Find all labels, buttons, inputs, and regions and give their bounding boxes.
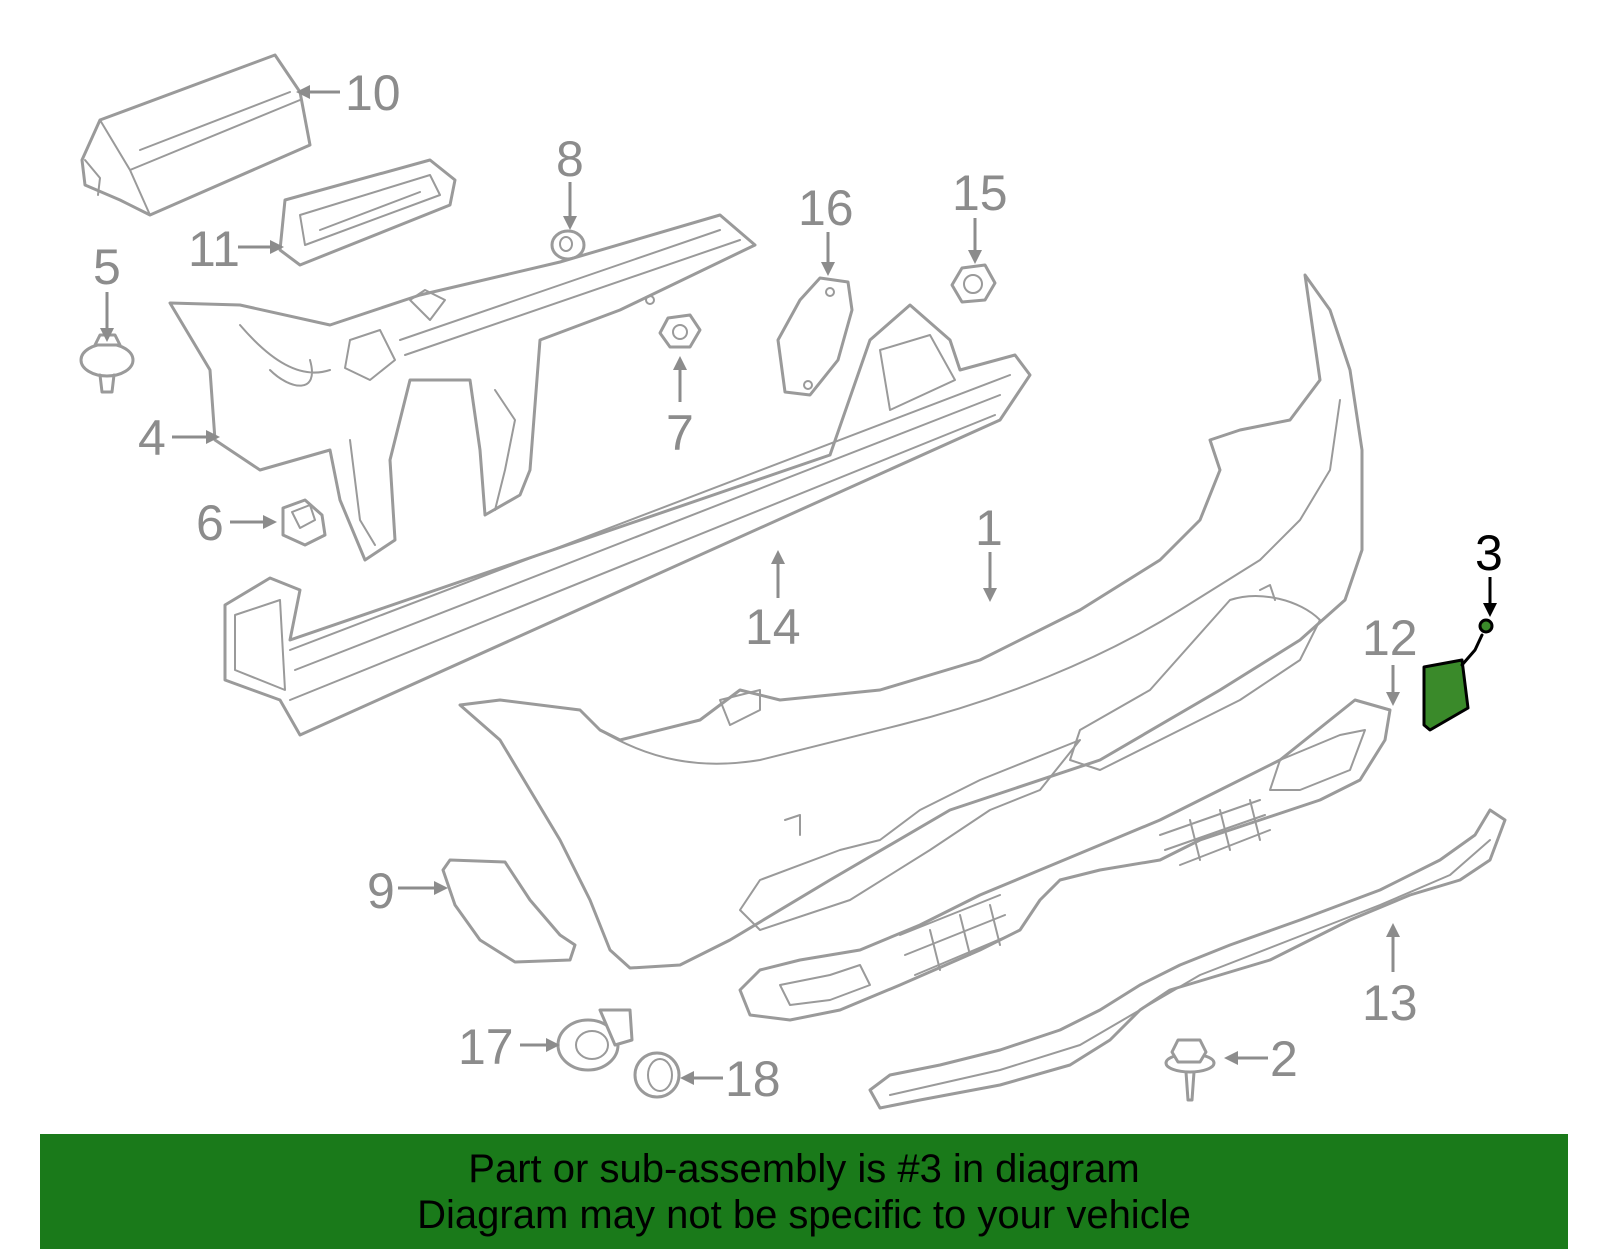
part-6-clip-nut[interactable] bbox=[281, 498, 327, 547]
callout-17: 17 bbox=[458, 1019, 514, 1075]
banner-disclaimer-line: Diagram may not be specific to your vehi… bbox=[417, 1193, 1191, 1237]
part-4-carrier[interactable] bbox=[168, 213, 757, 562]
callout-7: 7 bbox=[666, 405, 694, 461]
callout-11: 11 bbox=[188, 221, 240, 277]
part-14-bumper-beam[interactable] bbox=[223, 303, 1032, 737]
part-17-sensor[interactable] bbox=[556, 1008, 634, 1072]
callout-13: 13 bbox=[1362, 975, 1418, 1031]
part-16-cover[interactable] bbox=[776, 276, 854, 397]
callout-3: 3 bbox=[1475, 525, 1503, 581]
part-9-trim[interactable] bbox=[441, 858, 577, 964]
part-2-screw[interactable] bbox=[1164, 1038, 1216, 1102]
callout-8: 8 bbox=[556, 131, 584, 187]
part-1-bumper-cover[interactable] bbox=[458, 273, 1364, 970]
part-12-diffuser[interactable] bbox=[738, 698, 1392, 1022]
callout-1: 1 bbox=[975, 500, 1003, 556]
part-3-highlighted-cover[interactable] bbox=[1422, 618, 1494, 732]
info-banner: Part or sub-assembly is #3 in diagram Di… bbox=[40, 1134, 1568, 1249]
part-18-grommet[interactable] bbox=[633, 1051, 681, 1099]
callout-14: 14 bbox=[745, 599, 801, 655]
callout-10: 10 bbox=[345, 65, 401, 121]
part-10-duct[interactable] bbox=[80, 53, 312, 217]
part-5-clip[interactable] bbox=[79, 333, 135, 394]
callout-6: 6 bbox=[196, 495, 224, 551]
callout-9: 9 bbox=[367, 863, 395, 919]
callout-2: 2 bbox=[1270, 1031, 1298, 1087]
part-15-nut[interactable] bbox=[950, 263, 997, 304]
part-13-trim-strip[interactable] bbox=[868, 808, 1507, 1110]
callout-labels: 10 11 8 5 16 15 7 4 6 1 14 3 12 9 13 2 1… bbox=[93, 65, 1503, 1107]
callout-5: 5 bbox=[93, 239, 121, 295]
callout-15: 15 bbox=[952, 165, 1008, 221]
callout-arrows bbox=[100, 85, 1497, 1085]
part-7-nut[interactable] bbox=[658, 313, 702, 349]
callout-18: 18 bbox=[725, 1051, 781, 1107]
callout-12: 12 bbox=[1362, 610, 1418, 666]
part-11-bracket[interactable] bbox=[278, 158, 457, 267]
callout-4: 4 bbox=[138, 410, 166, 466]
part-8-nut[interactable] bbox=[550, 229, 586, 261]
banner-part-line: Part or sub-assembly is #3 in diagram bbox=[468, 1147, 1140, 1191]
callout-16: 16 bbox=[798, 180, 854, 236]
